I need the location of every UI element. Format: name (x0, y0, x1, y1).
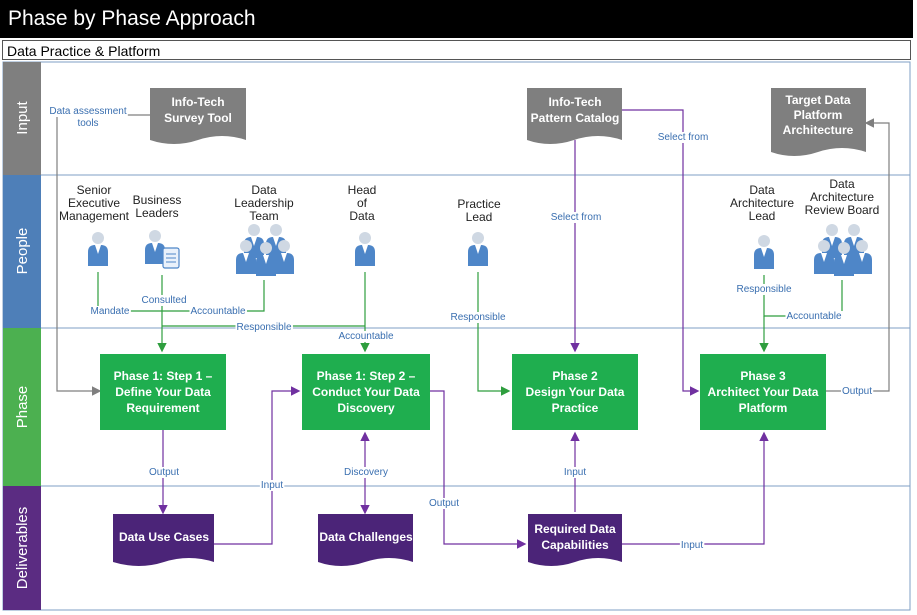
svg-text:Phase 3: Phase 3 (740, 369, 786, 383)
role-head-of-data: Head of Data (348, 183, 377, 266)
svg-text:Capabilities: Capabilities (541, 538, 609, 552)
label-select-from-1: Select from (551, 212, 602, 223)
connector-input-phase3 (622, 431, 769, 545)
svg-text:Target Data: Target Data (785, 93, 850, 107)
connector-output-capabilities (430, 390, 527, 549)
person-with-document-icon (145, 230, 180, 269)
svg-text:Data: Data (829, 177, 855, 191)
label-input-2: Input (564, 467, 586, 478)
svg-text:Leadership: Leadership (234, 196, 294, 210)
svg-text:Data: Data (749, 183, 775, 197)
phase-step2-box: Phase 1: Step 2 – Conduct Your Data Disc… (302, 354, 430, 430)
svg-text:Platform: Platform (739, 401, 788, 415)
label-accountable-1: Accountable (190, 306, 245, 317)
deliverable-use-cases: Data Use Cases (113, 514, 214, 566)
input-survey-tool: Info-Tech Survey Tool (150, 88, 246, 144)
svg-text:Define Your Data: Define Your Data (115, 385, 211, 399)
label-output-1: Output (149, 467, 179, 478)
label-input-1: Input (261, 480, 283, 491)
svg-text:Executive: Executive (68, 196, 120, 210)
lane-phase-label: Phase (14, 386, 31, 429)
lane-phase-header (3, 328, 41, 486)
label-consulted: Consulted (141, 295, 186, 306)
role-data-leadership: Data Leadership Team (234, 183, 294, 276)
deliverable-challenges: Data Challenges (318, 514, 413, 566)
svg-text:Architecture: Architecture (783, 123, 854, 137)
svg-text:Conduct Your Data: Conduct Your Data (312, 385, 420, 399)
svg-text:Data Use Cases: Data Use Cases (119, 530, 209, 544)
connector-responsible-phase2 (477, 272, 511, 396)
role-senior-exec: Senior Executive Management (59, 183, 130, 266)
svg-text:Architecture: Architecture (810, 190, 874, 204)
lane-deliverables-label: Deliverables (14, 507, 31, 590)
svg-text:Business: Business (133, 193, 182, 207)
label-discovery: Discovery (344, 467, 388, 478)
svg-text:Practice: Practice (457, 197, 501, 211)
svg-text:Senior: Senior (77, 183, 112, 197)
svg-text:Practice: Practice (552, 401, 599, 415)
svg-text:Head: Head (348, 183, 377, 197)
svg-text:Leaders: Leaders (135, 206, 178, 220)
svg-text:Discovery: Discovery (337, 401, 395, 415)
label-accountable-3: Accountable (786, 311, 841, 322)
connector-labels: Data assessment tools Select from Select… (48, 106, 874, 551)
label-output-3: Output (842, 386, 872, 397)
label-mandate: Mandate (91, 306, 130, 317)
phase3-box: Phase 3 Architect Your Data Platform (700, 354, 826, 430)
svg-text:Lead: Lead (466, 210, 493, 224)
svg-text:Phase 2: Phase 2 (552, 369, 598, 383)
input-pattern-catalog: Info-Tech Pattern Catalog (527, 88, 622, 144)
lane-input-label: Input (14, 100, 31, 134)
role-review-board: Data Architecture Review Board (805, 177, 880, 276)
svg-text:Platform: Platform (794, 108, 843, 122)
deliverable-capabilities: Required Data Capabilities (528, 514, 622, 566)
svg-text:Team: Team (249, 209, 278, 223)
svg-text:Phase 1: Step 2 –: Phase 1: Step 2 – (317, 369, 416, 383)
svg-text:Survey Tool: Survey Tool (164, 111, 232, 125)
svg-text:Info-Tech: Info-Tech (171, 95, 224, 109)
label-data-assessment-1: Data assessment (49, 106, 126, 117)
lane-input-area (2, 61, 911, 176)
role-business-leaders: Business Leaders (133, 193, 182, 269)
label-accountable-2: Accountable (338, 331, 393, 342)
svg-text:Phase 1: Step 1 –: Phase 1: Step 1 – (114, 369, 213, 383)
svg-text:Data Challenges: Data Challenges (319, 530, 413, 544)
svg-text:Architecture: Architecture (730, 196, 794, 210)
phase2-box: Phase 2 Design Your Data Practice (512, 354, 638, 430)
svg-text:of: of (357, 196, 368, 210)
svg-text:Data: Data (251, 183, 277, 197)
lane-input-header (3, 62, 41, 175)
svg-text:Review Board: Review Board (805, 203, 880, 217)
label-responsible-2: Responsible (450, 312, 505, 323)
svg-text:Data: Data (349, 209, 375, 223)
label-data-assessment-2: tools (77, 118, 98, 129)
lane-people-header (3, 175, 41, 328)
svg-text:Architect Your Data: Architect Your Data (708, 385, 819, 399)
svg-text:Lead: Lead (749, 209, 776, 223)
input-target-platform: Target Data Platform Architecture (771, 88, 866, 156)
svg-text:Info-Tech: Info-Tech (548, 95, 601, 109)
label-input-3: Input (681, 540, 703, 551)
page-title: Phase by Phase Approach (0, 0, 913, 38)
label-responsible-3: Responsible (736, 284, 791, 295)
label-responsible-1: Responsible (236, 322, 291, 333)
connector-input-step2 (214, 386, 301, 545)
svg-text:Design Your Data: Design Your Data (526, 385, 625, 399)
role-data-arch-lead: Data Architecture Lead (730, 183, 794, 269)
role-practice-lead: Practice Lead (457, 197, 501, 266)
svg-text:Pattern Catalog: Pattern Catalog (531, 111, 620, 125)
phase-step1-box: Phase 1: Step 1 – Define Your Data Requi… (100, 354, 226, 430)
connector-select-from-phase3 (620, 109, 700, 396)
svg-text:Management: Management (59, 209, 130, 223)
label-select-from-2: Select from (658, 132, 709, 143)
svg-text:Required Data: Required Data (534, 522, 616, 536)
page-subtitle: Data Practice & Platform (2, 40, 911, 60)
lane-deliverables-header (3, 486, 41, 610)
lane-people-label: People (14, 228, 31, 275)
label-output-2: Output (429, 498, 459, 509)
svg-text:Requirement: Requirement (126, 401, 199, 415)
